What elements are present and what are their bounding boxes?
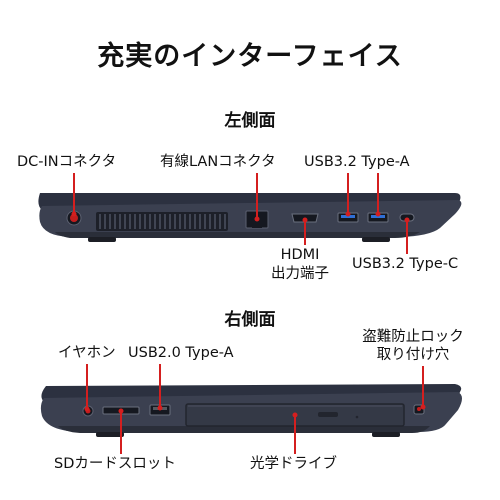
hdmi-label-line1: HDMI [280, 247, 320, 263]
right-side-leaders [84, 364, 426, 454]
right-side-heading: 右側面 [224, 310, 276, 330]
earphone-label: イヤホン [58, 345, 116, 361]
lock-label-line2: 取り付け穴 [376, 347, 450, 363]
sd-label: SDカードスロット [54, 456, 176, 472]
lock-label-line1: 盗難防止ロック [362, 329, 464, 345]
optical-label: 光学ドライブ [250, 456, 337, 472]
hdmi-label-line2: 出力端子 [271, 266, 329, 282]
left-side-leaders [71, 173, 410, 254]
usb32a-label: USB3.2 Type-A [304, 154, 410, 170]
right-side-laptop [40, 384, 462, 437]
lan-label: 有線LANコネクタ [160, 154, 276, 170]
usb32c-label: USB3.2 Type-C [352, 256, 459, 272]
usb20a-label: USB2.0 Type-A [128, 345, 234, 361]
page-title: 充実のインターフェイス [97, 41, 403, 72]
left-side-heading: 左側面 [224, 111, 276, 131]
left-side-laptop [38, 193, 462, 242]
dc-in-label: DC-INコネクタ [17, 154, 117, 170]
